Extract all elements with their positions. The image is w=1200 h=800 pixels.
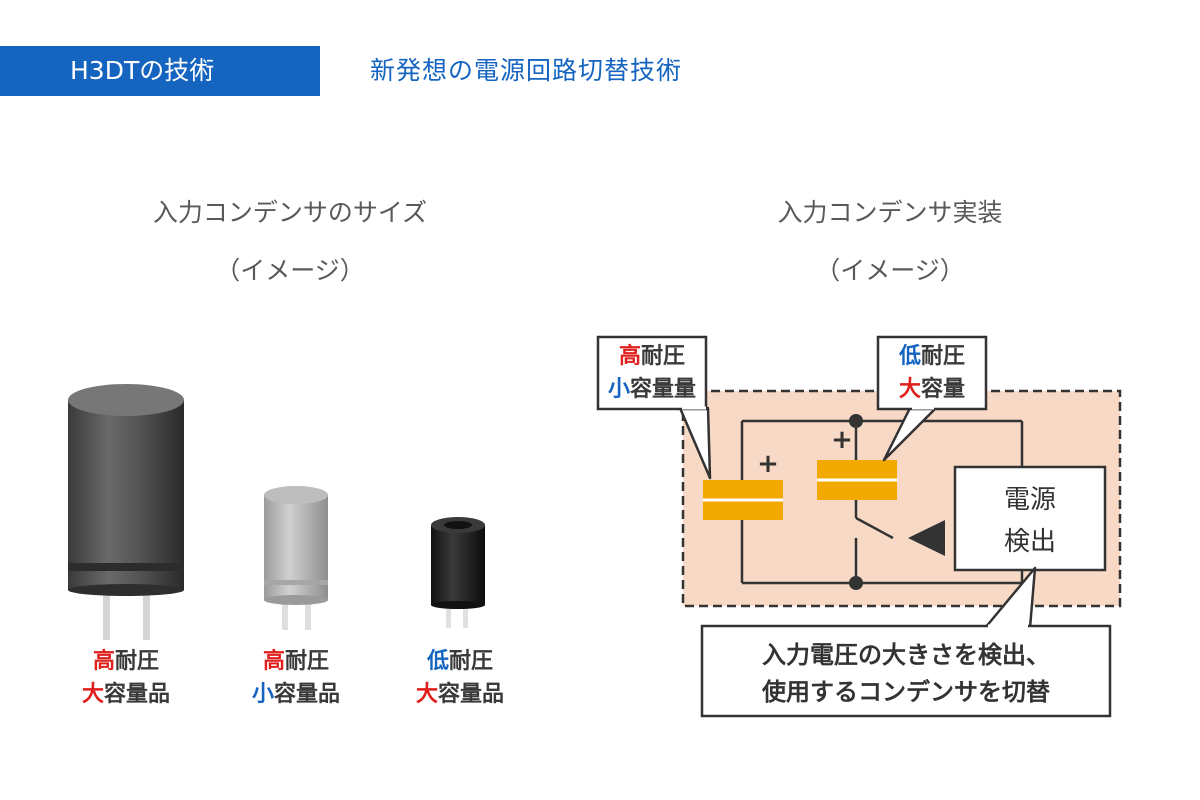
capacitor-large-image [68,384,184,640]
callout-right-rating-text: 耐圧 [921,344,966,369]
right-panel-title-line1: 入力コンデンサ実装 [777,198,1003,227]
note-line1: 入力電圧の大きさを検出、 [762,641,1050,669]
capacitor-small-capacity-emphasis: 小 [251,682,274,707]
capacitor-compact-capacity: 大容量品 [390,678,530,711]
callout-right-capacity-text: 容量 [921,377,966,402]
right-panel-title-line2: （イメージ） [815,256,965,285]
left-panel-title: 入力コンデンサのサイズ （イメージ） [90,184,490,300]
power-detector-label-line1: 電源 [1004,485,1056,515]
callout-left-rating-text: 耐圧 [641,344,686,369]
note-pointer [984,566,1037,629]
capacitor-large-capacity: 大容量品 [56,678,196,711]
header-tag: H3DTの技術 [70,56,215,85]
right-panel-title: 入力コンデンサ実装 （イメージ） [690,184,1090,300]
capacitor-large-rating-text: 耐圧 [115,649,160,674]
plus-sign-left: + [757,449,779,479]
capacitor-compact-rating: 低耐圧 [390,645,530,678]
circuit-wires [740,419,1024,585]
capacitor-small-rating: 高耐圧 [226,645,366,678]
header-tag-band [0,46,320,96]
callout-left-box [596,335,708,411]
callout-left-label: 高耐圧 小容量量 [598,340,706,406]
capacitor-small-rating-emphasis: 高 [262,649,285,674]
capacitor-small-image [264,486,328,630]
capacitor-compact-rating-emphasis: 低 [426,649,449,674]
callout-left-capacity: 小容量量 [598,373,706,406]
note-box [700,624,1112,718]
capacitor-compact-label: 低耐圧 大容量品 [390,645,530,711]
callout-left-capacity-text: 容量量 [630,377,697,402]
capacitor-small-label: 高耐圧 小容量品 [226,645,366,711]
plus-sign-right: + [831,425,853,455]
left-panel-title-line1: 入力コンデンサのサイズ [152,198,428,227]
capacitor-large-capacity-text: 容量品 [104,682,171,707]
capacitor-compact-capacity-emphasis: 大 [415,682,438,707]
capacitor-small-rating-text: 耐圧 [285,649,330,674]
callout-right-capacity-emphasis: 大 [898,377,921,402]
callout-left-rating-emphasis: 高 [618,344,641,369]
capacitor-small-capacity: 小容量品 [226,678,366,711]
callout-right-label: 低耐圧 大容量 [878,340,986,406]
callout-left-rating: 高耐圧 [598,340,706,373]
capacitor-compact-rating-text: 耐圧 [449,649,494,674]
capacitor-large-label: 高耐圧 大容量品 [56,645,196,711]
capacitor-large-capacity-emphasis: 大 [81,682,104,707]
left-panel-title-line2: （イメージ） [215,256,365,285]
power-detector-box [953,465,1107,572]
capacitor-small-capacity-text: 容量品 [274,682,341,707]
callout-right-rating: 低耐圧 [878,340,986,373]
junction-node-top [849,414,863,428]
callout-right-rating-emphasis: 低 [898,344,921,369]
capacitor-compact-capacity-text: 容量品 [438,682,505,707]
note-line2: 使用するコンデンサを切替 [761,678,1050,706]
callout-right-capacity: 大容量 [878,373,986,406]
capacitor-large-rating: 高耐圧 [56,645,196,678]
power-detector-label-line2: 検出 [1004,527,1056,557]
callout-left-capacity-emphasis: 小 [607,377,630,402]
switch-control-arrow [908,520,945,556]
header-title: 新発想の電源回路切替技術 [370,56,683,85]
junction-node-bottom [849,576,863,590]
capacitor-compact-image [431,517,485,628]
capacitor-large-rating-emphasis: 高 [92,649,115,674]
